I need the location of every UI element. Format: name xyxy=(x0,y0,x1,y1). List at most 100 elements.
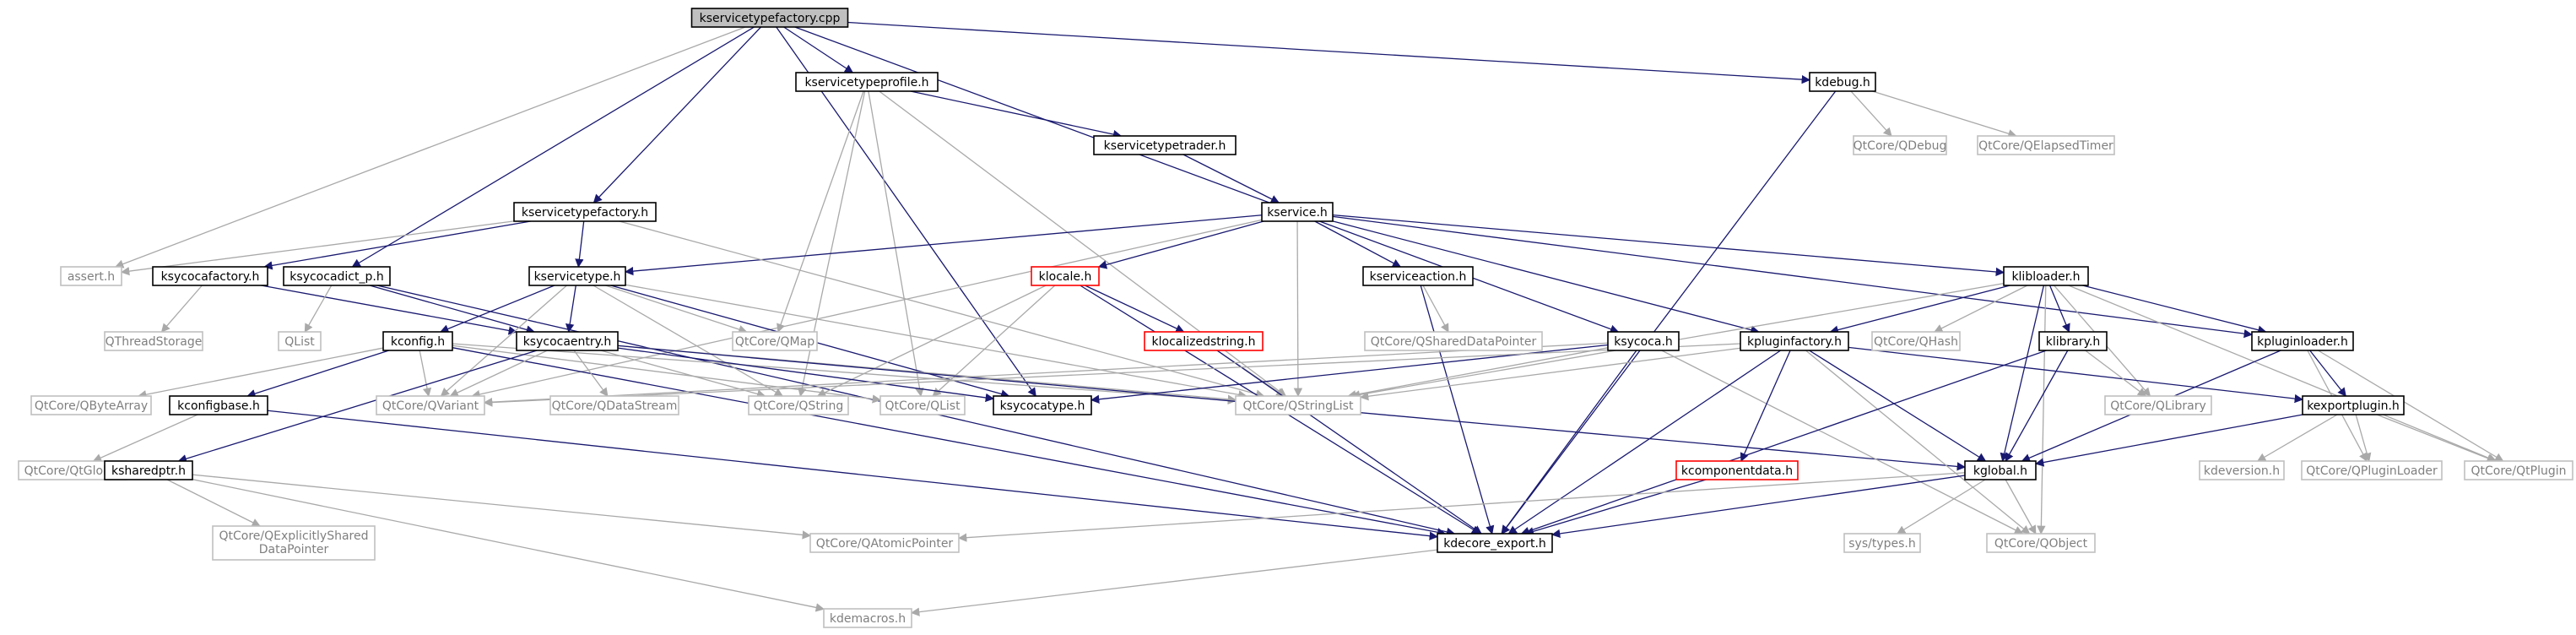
node-qvariant[interactable]: QtCore/QVariant xyxy=(376,395,485,415)
node-kpluginfactory-h[interactable]: kpluginfactory.h xyxy=(1740,331,1849,351)
edge-kservice_h-to-kserviceaction_h xyxy=(1314,220,1402,268)
edge-ksharedptr_h-to-qexplicitlyshareddatapointer xyxy=(166,479,261,527)
node-klibloader-h[interactable]: klibloader.h xyxy=(2003,266,2089,286)
node-kpluginloader-h[interactable]: kpluginloader.h xyxy=(2251,331,2354,351)
node-kglobal-h[interactable]: kglobal.h xyxy=(1964,460,2037,480)
node-ksycocafactory-h[interactable]: ksycocafactory.h xyxy=(152,266,268,286)
node-ksycocatype-h[interactable]: ksycocatype.h xyxy=(993,395,1092,415)
node-klocalizedstring-h[interactable]: klocalizedstring.h xyxy=(1144,331,1264,351)
node-kservice-h[interactable]: kservice.h xyxy=(1261,202,1334,222)
node-assert-h[interactable]: assert.h xyxy=(60,266,122,286)
node-label: ksycocadict_p.h xyxy=(290,270,383,284)
edge-kglobal_h-to-kdecore_export_h xyxy=(1550,475,1966,539)
node-label: klibloader.h xyxy=(2011,270,2080,284)
edge-ksycocafactory_h-to-ksycocaentry_h xyxy=(261,285,518,335)
node-qdebug[interactable]: QtCore/QDebug xyxy=(1853,135,1947,155)
edge-ksycocaentry_h-to-qstring xyxy=(600,350,766,399)
node-label: DataPointer xyxy=(259,543,329,556)
edge-kservicetypeprofile_h-to-qtcore_qlist xyxy=(868,90,924,398)
node-qthreadstorage[interactable]: QThreadStorage xyxy=(104,331,203,351)
node-box xyxy=(104,331,203,351)
node-label: QtCore/QObject xyxy=(1994,537,2088,551)
node-box xyxy=(382,331,453,351)
node-qtcore-qlist[interactable]: QtCore/QList xyxy=(879,395,966,415)
node-box xyxy=(513,202,657,222)
edge-klibloader_h-to-kpluginloader_h xyxy=(2082,285,2267,334)
node-kservicetypefactory-h[interactable]: kservicetypefactory.h xyxy=(513,202,657,222)
node-box xyxy=(2003,266,2089,286)
node-label: QtCore/QAtomicPointer xyxy=(816,537,954,551)
edge-ksycocaentry_h-to-qdatastream xyxy=(573,350,609,397)
node-box xyxy=(1362,266,1474,286)
edges-layer xyxy=(92,21,2504,616)
node-kexportplugin-h[interactable]: kexportplugin.h xyxy=(2302,395,2405,415)
node-label: kservicetype.h xyxy=(534,270,621,284)
node-box xyxy=(1809,72,1876,92)
node-box xyxy=(879,395,966,415)
node-qtplugin[interactable]: QtCore/QtPlugin xyxy=(2464,460,2573,480)
edge-klibloader_h-to-qhash xyxy=(1934,285,2028,333)
node-qdatastream[interactable]: QtCore/QDataStream xyxy=(549,395,679,415)
node-kservicetype-h[interactable]: kservicetype.h xyxy=(528,266,626,286)
node-kservicetypeprofile-h[interactable]: kservicetypeprofile.h xyxy=(795,72,939,92)
edge-kconfig_h-to-kdecore_export_h xyxy=(452,347,1447,537)
node-kserviceaction-h[interactable]: kserviceaction.h xyxy=(1362,266,1474,286)
edge-klibrary_h-to-qlibrary xyxy=(2085,350,2147,397)
node-qmap[interactable]: QtCore/QMap xyxy=(732,331,818,351)
edge-kservicetype_h-to-qstring xyxy=(593,285,784,397)
node-qhash[interactable]: QtCore/QHash xyxy=(1871,331,1961,351)
edge-kpluginloader_h-to-kexportplugin_h xyxy=(2309,350,2346,397)
edge-kglobal_h-to-qobject xyxy=(2005,479,2037,535)
node-kservicetypefactory-cpp[interactable]: kservicetypefactory.cpp xyxy=(690,8,849,28)
node-qstring[interactable]: QtCore/QString xyxy=(748,395,849,415)
node-kconfig-h[interactable]: kconfig.h xyxy=(382,331,453,351)
node-box xyxy=(2251,331,2354,351)
node-klocale-h[interactable]: klocale.h xyxy=(1031,266,1100,286)
edge-kexportplugin_h-to-kglobal_h xyxy=(2034,414,2303,467)
edge-klibloader_h-to-klibrary_h xyxy=(2048,285,2070,333)
edge-kservicetypeprofile_h-to-kservicetypetrader_h xyxy=(910,90,1123,139)
edge-kservice_h-to-klocale_h xyxy=(1097,220,1264,269)
edge-kservicetype_h-to-ksycocaentry_h xyxy=(566,285,576,334)
node-qatomicpointer[interactable]: QtCore/QAtomicPointer xyxy=(809,533,960,553)
edge-kservicetypefactory_h-to-assert_h xyxy=(120,220,515,276)
node-box xyxy=(2464,460,2573,480)
edge-kconfig_h-to-kconfigbase_h xyxy=(246,350,390,399)
edge-klibloader_h-to-qtplugin xyxy=(2068,285,2498,463)
node-kdeversion-h[interactable]: kdeversion.h xyxy=(2199,460,2285,480)
edge-kglobal_h-to-qatomicpointer xyxy=(957,472,1966,542)
node-kdemacros-h[interactable]: kdemacros.h xyxy=(823,608,912,628)
node-qstringlist[interactable]: QtCore/QStringList xyxy=(1235,395,1361,415)
node-ksharedptr-h[interactable]: ksharedptr.h xyxy=(104,460,193,480)
node-ksycocadict-p-h[interactable]: ksycocadict_p.h xyxy=(283,266,391,286)
node-label: sys/types.h xyxy=(1848,537,1915,551)
edge-kpluginfactory_h-to-kdecore_export_h xyxy=(1507,350,1782,535)
node-qpluginloader[interactable]: QtCore/QPluginLoader xyxy=(2301,460,2443,480)
node-label: QtCore/QtPlugin xyxy=(2471,464,2567,478)
node-klibrary-h[interactable]: klibrary.h xyxy=(2038,331,2108,351)
edge-ksycoca_h-to-qvariant xyxy=(483,342,1609,407)
edge-kglobal_h-to-sys_types_h xyxy=(1897,479,1986,535)
node-label: kserviceaction.h xyxy=(1370,270,1467,284)
node-kcomponentdata-h[interactable]: kcomponentdata.h xyxy=(1675,460,1799,480)
node-box xyxy=(1607,331,1680,351)
edge-kpluginfactory_h-to-kexportplugin_h xyxy=(1848,346,2304,404)
node-qlist[interactable]: QList xyxy=(278,331,322,351)
node-qbytearray[interactable]: QtCore/QByteArray xyxy=(30,395,152,415)
node-kdebug-h[interactable]: kdebug.h xyxy=(1809,72,1876,92)
node-box xyxy=(2038,331,2108,351)
node-qshareddatapointer[interactable]: QtCore/QSharedDataPointer xyxy=(1364,331,1543,351)
node-qelapsedtimer[interactable]: QtCore/QElapsedTimer xyxy=(1977,135,2115,155)
node-ksycocaentry-h[interactable]: ksycocaentry.h xyxy=(516,331,619,351)
node-kconfigbase-h[interactable]: kconfigbase.h xyxy=(169,395,268,415)
node-sys-types-h[interactable]: sys/types.h xyxy=(1843,533,1921,553)
node-qlibrary[interactable]: QtCore/QLibrary xyxy=(2104,395,2212,415)
node-kdecore-export-h[interactable]: kdecore_export.h xyxy=(1437,533,1553,553)
node-qobject[interactable]: QtCore/QObject xyxy=(1986,533,2096,553)
node-kservicetypetrader-h[interactable]: kservicetypetrader.h xyxy=(1093,135,1237,155)
node-label: ksycoca.h xyxy=(1614,335,1673,349)
node-ksycoca-h[interactable]: ksycoca.h xyxy=(1607,331,1680,351)
edge-kconfig_h-to-qstringlist xyxy=(452,343,1237,405)
